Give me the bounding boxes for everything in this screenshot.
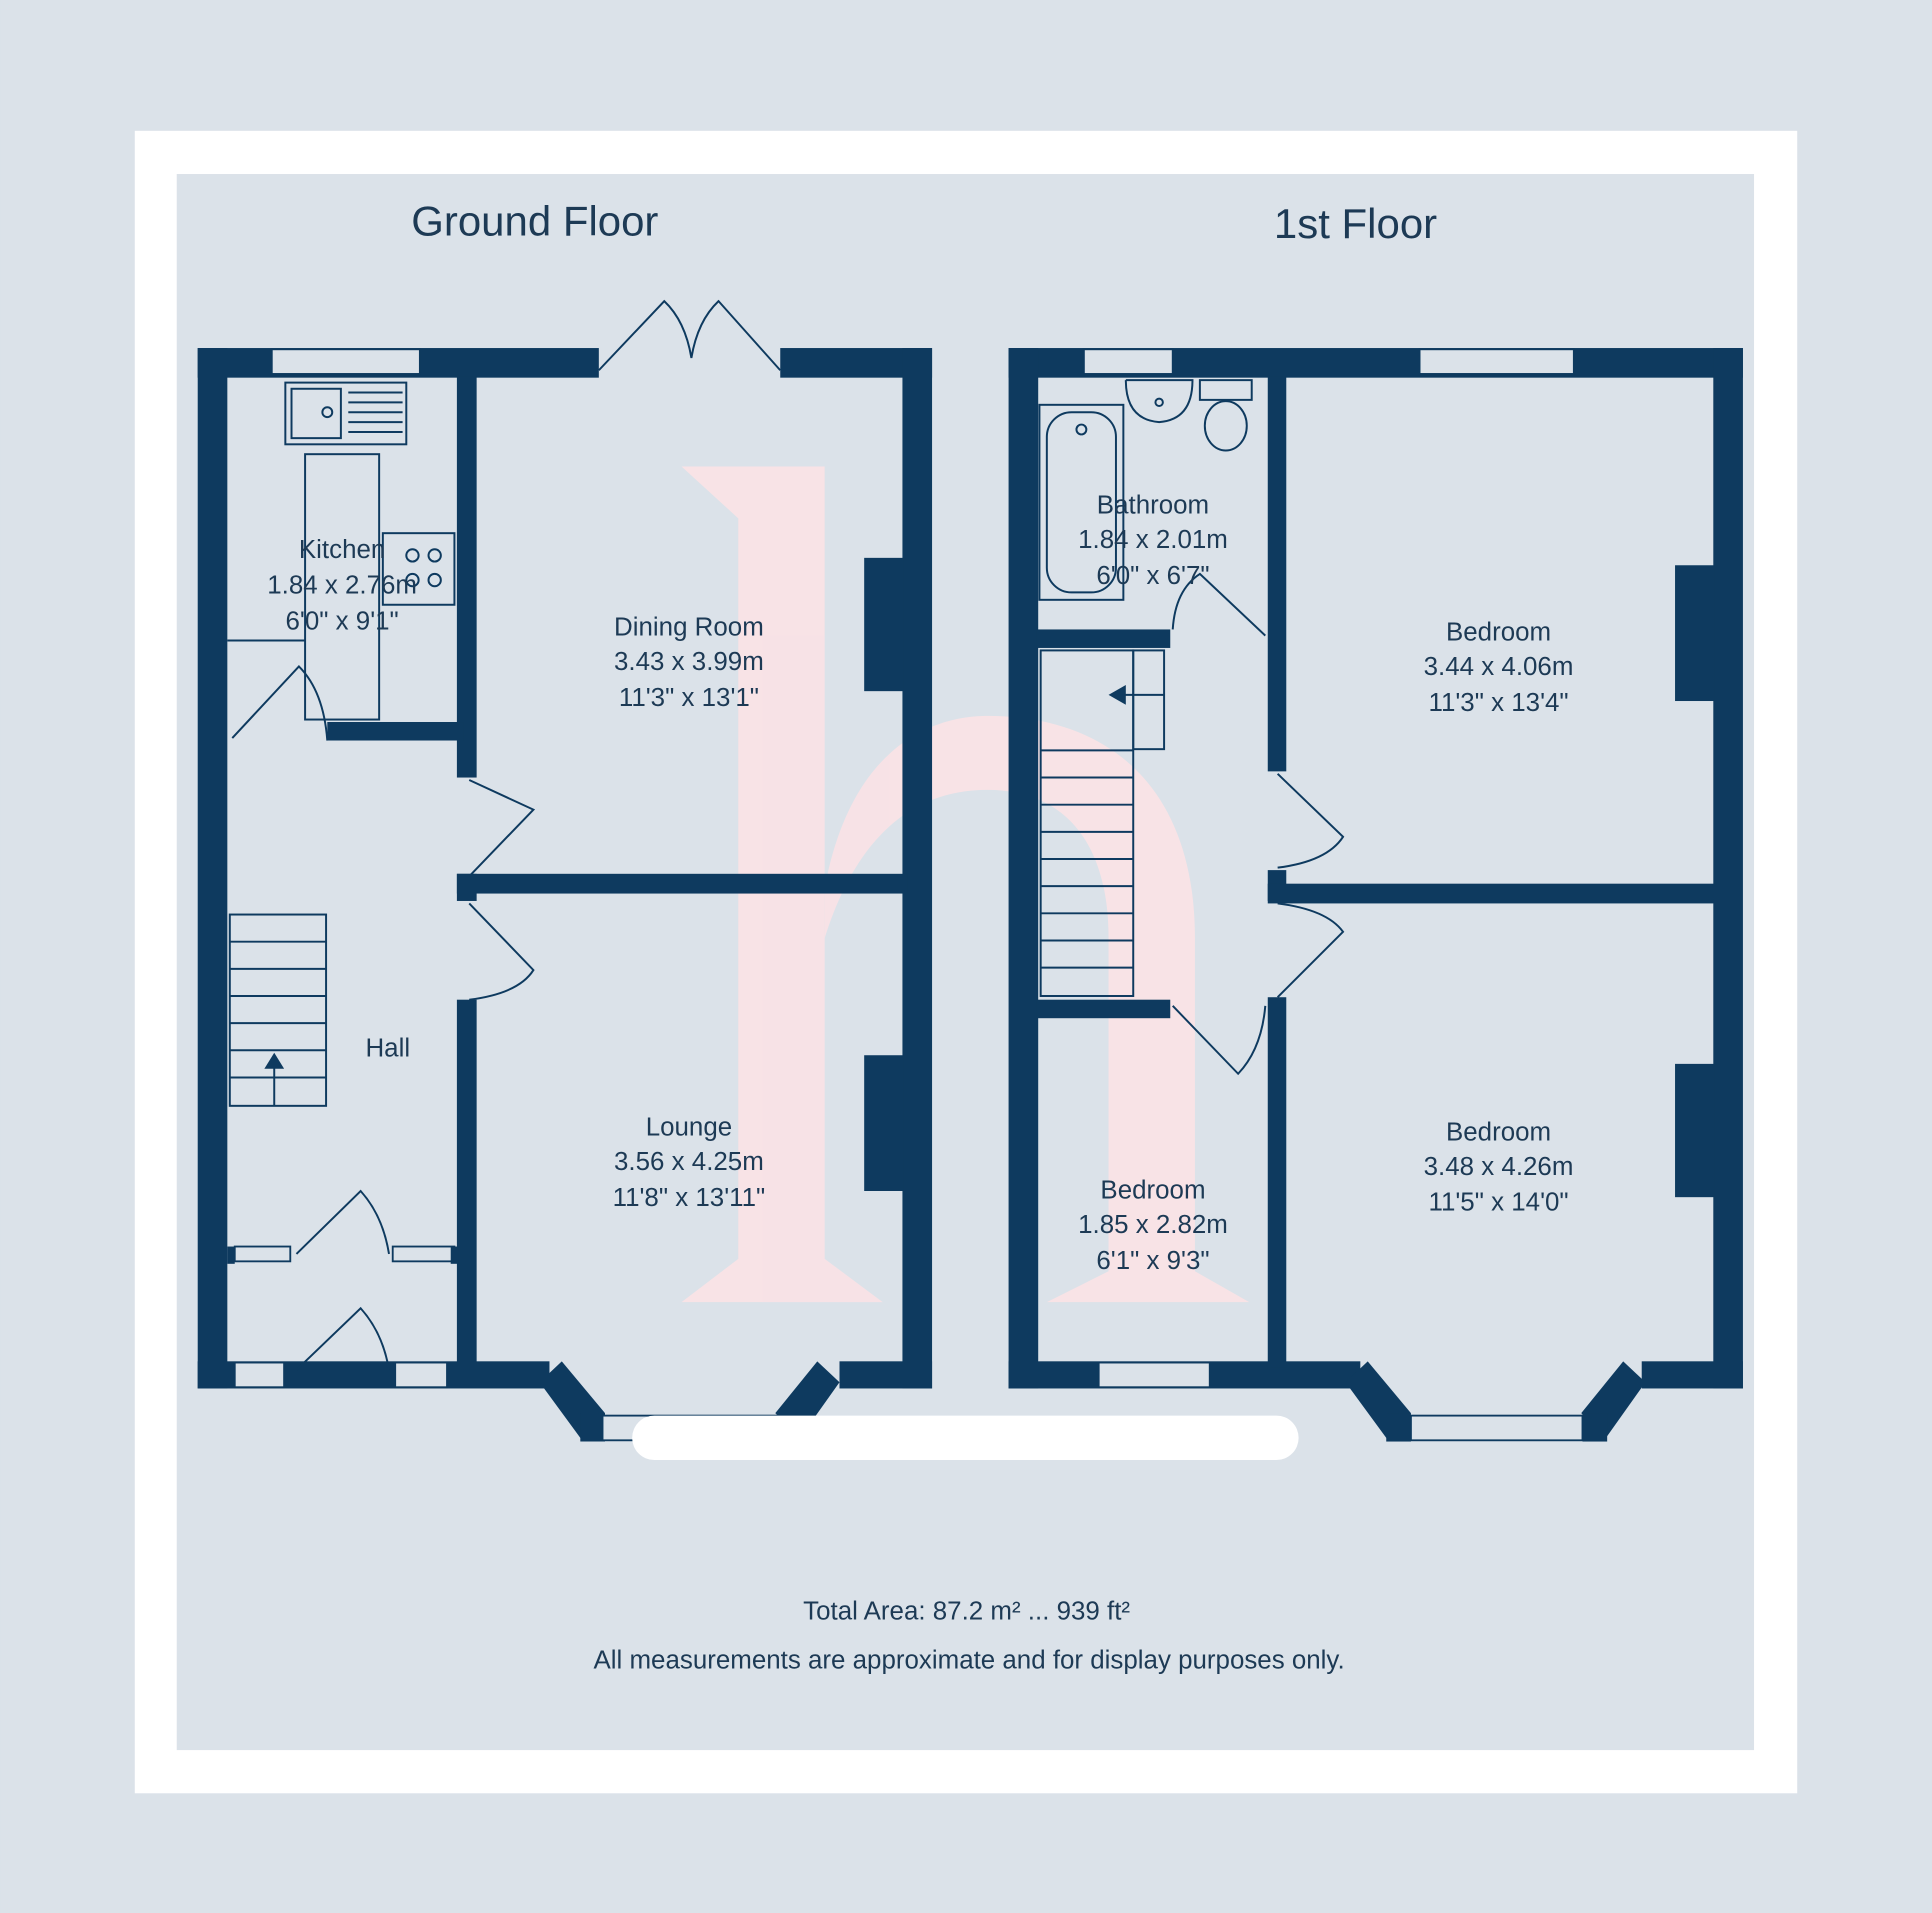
room-bedroom-1: Bedroom 3.44 x 4.06m 11'3" x 13'4": [1424, 619, 1574, 717]
scroll-indicator[interactable]: [632, 1415, 1299, 1461]
room-name: Bedroom: [1446, 1118, 1551, 1146]
room-imperial: 6'1" x 9'3": [1096, 1247, 1209, 1275]
room-metric: 1.84 x 2.76m: [267, 572, 417, 600]
ground-floor-walls: [197, 348, 933, 1442]
disclaimer: All measurements are approximate and for…: [593, 1647, 1344, 1675]
room-metric: 1.85 x 2.82m: [1078, 1211, 1228, 1239]
room-metric: 3.56 x 4.25m: [614, 1148, 764, 1176]
room-imperial: 11'5" x 14'0": [1428, 1189, 1568, 1217]
ground-floor-fixtures: [227, 299, 781, 1371]
room-lounge: Lounge 3.56 x 4.25m 11'8" x 13'11": [613, 1113, 766, 1211]
room-metric: 3.44 x 4.06m: [1424, 653, 1574, 681]
room-metric: 1.84 x 2.01m: [1078, 526, 1228, 554]
room-name: Dining Room: [614, 614, 764, 642]
room-metric: 3.48 x 4.26m: [1424, 1153, 1574, 1181]
room-imperial: 6'0" x 9'1": [285, 607, 398, 635]
room-name: Kitchen: [299, 536, 385, 564]
room-imperial: 6'0" x 6'7": [1096, 562, 1209, 590]
room-name: Bedroom: [1100, 1176, 1205, 1204]
ground-floor-title: Ground Floor: [411, 198, 658, 245]
room-bathroom: Bathroom 1.84 x 2.01m 6'0" x 6'7": [1078, 491, 1228, 589]
room-metric: 3.43 x 3.99m: [614, 648, 764, 676]
total-area: Total Area: 87.2 m² ... 939 ft²: [803, 1597, 1130, 1625]
room-name: Hall: [365, 1034, 410, 1062]
first-floor-walls: [1008, 348, 1743, 1442]
room-imperial: 11'3" x 13'1": [619, 684, 759, 712]
room-name: Bedroom: [1446, 619, 1551, 647]
room-kitchen: Kitchen 1.84 x 2.76m 6'0" x 9'1": [267, 536, 417, 636]
room-dining: Dining Room 3.43 x 3.99m 11'3" x 13'1": [614, 614, 764, 712]
first-floor-title: 1st Floor: [1274, 200, 1437, 247]
room-bedroom-3: Bedroom 3.48 x 4.26m 11'5" x 14'0": [1424, 1118, 1574, 1216]
room-name: Lounge: [646, 1113, 732, 1141]
room-name: Bathroom: [1097, 491, 1209, 519]
first-floor-fixtures: [1038, 379, 1345, 1076]
room-bedroom-2: Bedroom 1.85 x 2.82m 6'1" x 9'3": [1078, 1176, 1228, 1274]
room-hall: Hall: [365, 1034, 410, 1062]
room-imperial: 11'8" x 13'11": [613, 1184, 766, 1212]
room-imperial: 11'3" x 13'4": [1428, 689, 1568, 717]
